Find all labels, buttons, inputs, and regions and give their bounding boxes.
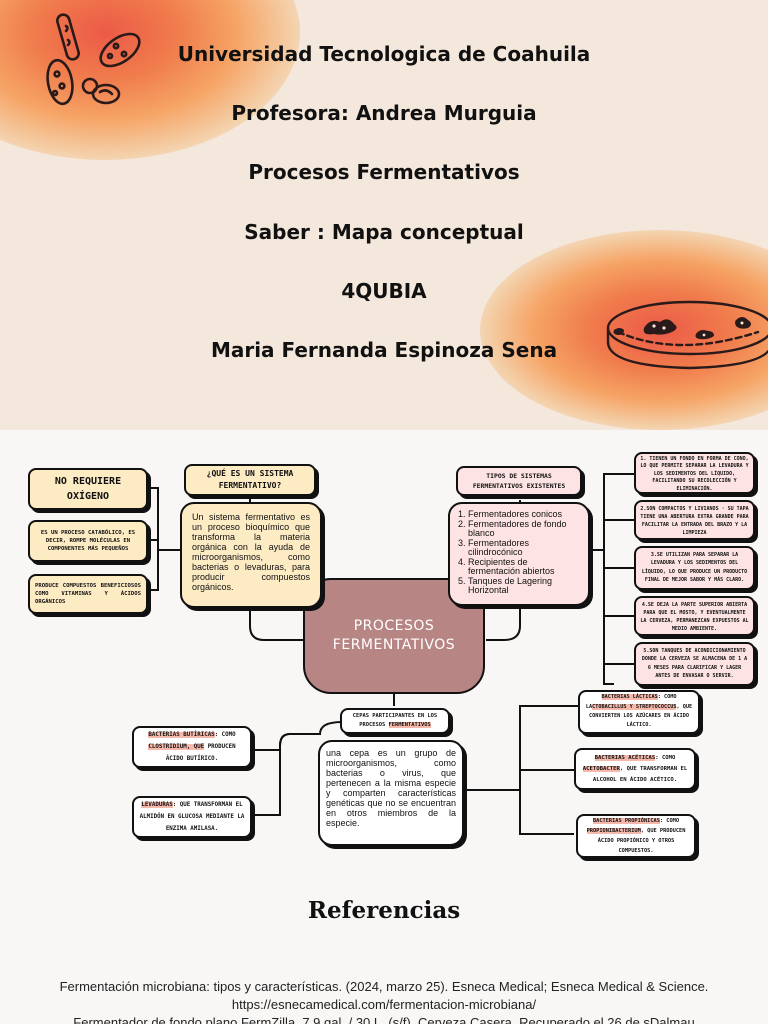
acetic-part: : COMO bbox=[655, 754, 676, 761]
detail-text-5: 5.SON TANQUES DE ACONDICIONAMIENTO DONDE… bbox=[641, 648, 748, 680]
question-text: ¿QUÉ ES UN SISTEMA FERMENTATIVO? bbox=[206, 469, 294, 490]
acetic-text: BACTERIAS ACÉTICAS: COMO ACETOBACTER, QU… bbox=[580, 753, 690, 786]
lactic-genus: CTOBACILLUS Y STREPTOCOCCUS bbox=[592, 703, 677, 710]
propionic-rest: , QUE PRODUCEN ÁCIDO PROPIÓNICO Y OTROS … bbox=[597, 828, 686, 854]
references-title: Referencias bbox=[307, 897, 461, 924]
yeast-box: LEVADURAS: QUE TRANSFORMAN EL ALMIDÓN EN… bbox=[132, 796, 252, 838]
types-title-box: TIPOS DE SISTEMAS FERMENTATIVOS EXISTENT… bbox=[456, 466, 582, 496]
no-oxygen-line1: NO REQUIERE bbox=[54, 476, 122, 487]
university-name: Universidad Tecnologica de Coahuila bbox=[177, 42, 591, 66]
definition-box: Un sistema fermentativo es un proceso bi… bbox=[180, 502, 322, 608]
detail-box-3: 3.SE UTILIZAN PARA SEPARAR LA LEVADURA Y… bbox=[634, 546, 755, 590]
strain-definition-text: una cepa es un grupo de microorganismos,… bbox=[326, 748, 456, 828]
produces-box: PRODUCE COMPUESTOS BENEFICIOSOS COMO VIT… bbox=[28, 574, 148, 614]
type-item: Fermentadores cilindrocónico bbox=[468, 538, 582, 558]
butyric-genus: CLOSTRIDIUM, QUE bbox=[148, 744, 205, 750]
catabolic-text: ES UN PROCESO CATABÓLICO, ES DECIR, ROMP… bbox=[40, 530, 136, 552]
strains-title-part1: CEPAS PARTICIPANTES EN LOS PROCESOS bbox=[352, 713, 438, 728]
propionic-genus: PROPIONIBACTERIUM bbox=[586, 828, 641, 834]
propionic-box: BACTERIAS PROPIÓNICAS: COMO PROPIONIBACT… bbox=[576, 814, 696, 858]
petri-dish-icon bbox=[606, 300, 768, 370]
reference-item: Fermentador de fondo plano FermZilla, 7.… bbox=[73, 1015, 695, 1024]
strains-title: CEPAS PARTICIPANTES EN LOS PROCESOS FERM… bbox=[346, 712, 444, 730]
detail-text-1: 1. TIENEN UN FONDO EN FORMA DE CONO, LO … bbox=[640, 456, 749, 492]
type-item: Fermentadores conicos bbox=[468, 509, 582, 520]
no-oxygen-box: NO REQUIERE OXÍGENO bbox=[28, 468, 148, 510]
butyric-box: BACTERIAS BUTÍRICAS: COMO CLOSTRIDIUM, Q… bbox=[132, 726, 252, 768]
strain-definition-box: una cepa es un grupo de microorganismos,… bbox=[318, 740, 464, 846]
lactic-part: : COMO LA bbox=[585, 694, 677, 710]
acetic-rest: , QUE TRANSFORMAN EL ALCOHOL EN ÁCIDO AC… bbox=[592, 765, 688, 783]
detail-text-3: 3.SE UTILIZAN PARA SEPARAR LA LEVADURA Y… bbox=[641, 552, 748, 584]
types-list: Fermentadores conicos Fermentadores de f… bbox=[468, 509, 582, 596]
detail-box-4: 4.SE DEJA LA PARTE SUPERIOR ABIERTA PARA… bbox=[634, 596, 755, 636]
types-list-box: Fermentadores conicos Fermentadores de f… bbox=[448, 502, 590, 606]
acetic-highlight: BACTERIAS ACÉTICAS bbox=[594, 754, 656, 761]
bacteria-icon bbox=[46, 13, 141, 106]
yeast-text: LEVADURAS: QUE TRANSFORMAN EL ALMIDÓN EN… bbox=[138, 799, 246, 835]
detail-box-1: 1. TIENEN UN FONDO EN FORMA DE CONO, LO … bbox=[634, 452, 755, 494]
lactic-highlight: BACTERIAS LÁCTICAS bbox=[601, 694, 658, 701]
lactic-box: BACTERIAS LÁCTICAS: COMO LACTOBACILLUS Y… bbox=[578, 690, 700, 734]
propionic-highlight: BACTERIAS PROPIÓNICAS bbox=[592, 818, 660, 824]
yeast-rest: : QUE TRANSFORMAN EL ALMIDÓN EN GLUCOSA … bbox=[139, 802, 245, 832]
yeast-highlight: LEVADURAS bbox=[141, 802, 173, 808]
propionic-text: BACTERIAS PROPIÓNICAS: COMO PROPIONIBACT… bbox=[582, 816, 690, 856]
types-title: TIPOS DE SISTEMAS FERMENTATIVOS EXISTENT… bbox=[472, 472, 566, 490]
reference-item: Fermentación microbiana: tipos y caracte… bbox=[59, 979, 709, 1012]
acetic-box: BACTERIAS ACÉTICAS: COMO ACETOBACTER, QU… bbox=[574, 748, 696, 790]
butyric-highlight: BACTERIAS BUTÍRICAS bbox=[148, 732, 215, 738]
central-node: PROCESOS FERMENTATIVOS bbox=[303, 578, 485, 694]
group-code: 4QUBIA bbox=[341, 279, 427, 303]
lactic-rest: , QUE CONVIERTEN LOS AZÚCARES EN ÁCIDO L… bbox=[589, 703, 693, 729]
acetic-genus: ACETOBACTER bbox=[582, 765, 620, 772]
central-node-line1: PROCESOS bbox=[353, 618, 435, 634]
type-item: Fermentadores de fondo blanco bbox=[468, 519, 582, 539]
concept-map: PROCESOS FERMENTATIVOS NO REQUIERE OXÍGE… bbox=[0, 430, 768, 870]
type-item: Tanques de Lagering Horizontal bbox=[468, 576, 582, 596]
catabolic-box: ES UN PROCESO CATABÓLICO, ES DECIR, ROMP… bbox=[28, 520, 148, 562]
knowledge-label: Saber : Mapa conceptual bbox=[244, 220, 524, 244]
question-box: ¿QUÉ ES UN SISTEMA FERMENTATIVO? bbox=[184, 464, 316, 496]
type-item: Recipientes de fermentación abiertos bbox=[468, 557, 582, 577]
subject-title: Procesos Fermentativos bbox=[248, 160, 520, 184]
detail-text-4: 4.SE DEJA LA PARTE SUPERIOR ABIERTA PARA… bbox=[640, 602, 749, 632]
butyric-text: BACTERIAS BUTÍRICAS: COMO CLOSTRIDIUM, Q… bbox=[138, 729, 246, 765]
produces-text: PRODUCE COMPUESTOS BENEFICIOSOS COMO VIT… bbox=[35, 583, 141, 605]
connector-lines bbox=[148, 473, 634, 835]
no-oxygen-line2: OXÍGENO bbox=[66, 491, 110, 502]
teacher-name: Profesora: Andrea Murguia bbox=[231, 101, 537, 125]
propionic-part: : COMO bbox=[659, 818, 680, 824]
strains-title-box: CEPAS PARTICIPANTES EN LOS PROCESOS FERM… bbox=[340, 708, 450, 734]
detail-text-2: 2.SON COMPACTOS Y LIVIANOS · SU TAPA TIE… bbox=[640, 506, 749, 536]
butyric-rest: PRODUCEN ÁCIDO BUTÍRICO. bbox=[165, 744, 236, 762]
student-name: Maria Fernanda Espinoza Sena bbox=[210, 338, 558, 362]
detail-box-2: 2.SON COMPACTOS Y LIVIANOS · SU TAPA TIE… bbox=[634, 500, 755, 540]
detail-box-5: 5.SON TANQUES DE ACONDICIONAMIENTO DONDE… bbox=[634, 642, 755, 686]
butyric-part: : COMO bbox=[214, 732, 236, 738]
central-node-line2: FERMENTATIVOS bbox=[332, 637, 456, 653]
cover-section: Universidad Tecnologica de Coahuila Prof… bbox=[0, 0, 768, 430]
lactic-text: BACTERIAS LÁCTICAS: COMO LACTOBACILLUS Y… bbox=[584, 693, 694, 731]
definition-text: Un sistema fermentativo es un proceso bi… bbox=[192, 512, 310, 592]
strains-title-part2: FERMENTATIVOS bbox=[388, 722, 431, 728]
